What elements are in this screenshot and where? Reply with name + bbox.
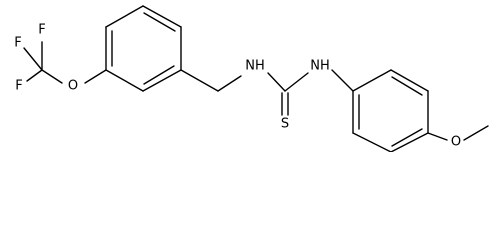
atom-label-nh-right: NH: [310, 59, 330, 74]
atom-label-oxygen-ether-left: O: [68, 79, 78, 94]
methoxy-bonds: [427, 125, 489, 141]
right-benzene-ring: [331, 69, 429, 152]
atom-label-fluorine-1: F: [38, 23, 45, 38]
left-benzene-ring: [105, 5, 182, 92]
atom-label-nh-left: NH: [245, 59, 265, 74]
trifluoromethoxy-bonds: [23, 41, 107, 84]
atom-label-sulfur: S: [281, 117, 289, 132]
chemical-structure-diagram: F F F O NH NH S O: [14, 5, 489, 152]
thiocarbonyl-double-bond: [281, 92, 289, 116]
atom-label-oxygen-methoxy: O: [451, 135, 461, 150]
atom-label-fluorine-2: F: [14, 36, 21, 51]
linker-bonds: [180, 69, 309, 92]
atom-label-fluorine-3: F: [15, 79, 22, 94]
